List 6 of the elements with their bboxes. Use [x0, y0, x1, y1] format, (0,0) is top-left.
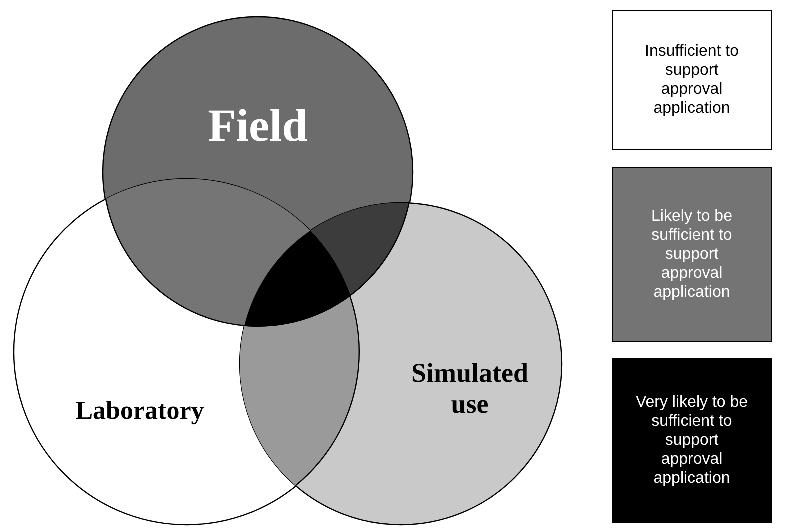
legend-text: Very likely to be sufficient to support approval application — [634, 393, 750, 488]
legend-text: Insufficient to support approval application — [644, 42, 740, 118]
set-label: Laboratory — [40, 396, 240, 426]
set-label: Simulated use — [395, 358, 545, 420]
legend-text: Likely to be sufficient to support approval application — [650, 207, 734, 302]
set-label: Field — [170, 100, 346, 153]
